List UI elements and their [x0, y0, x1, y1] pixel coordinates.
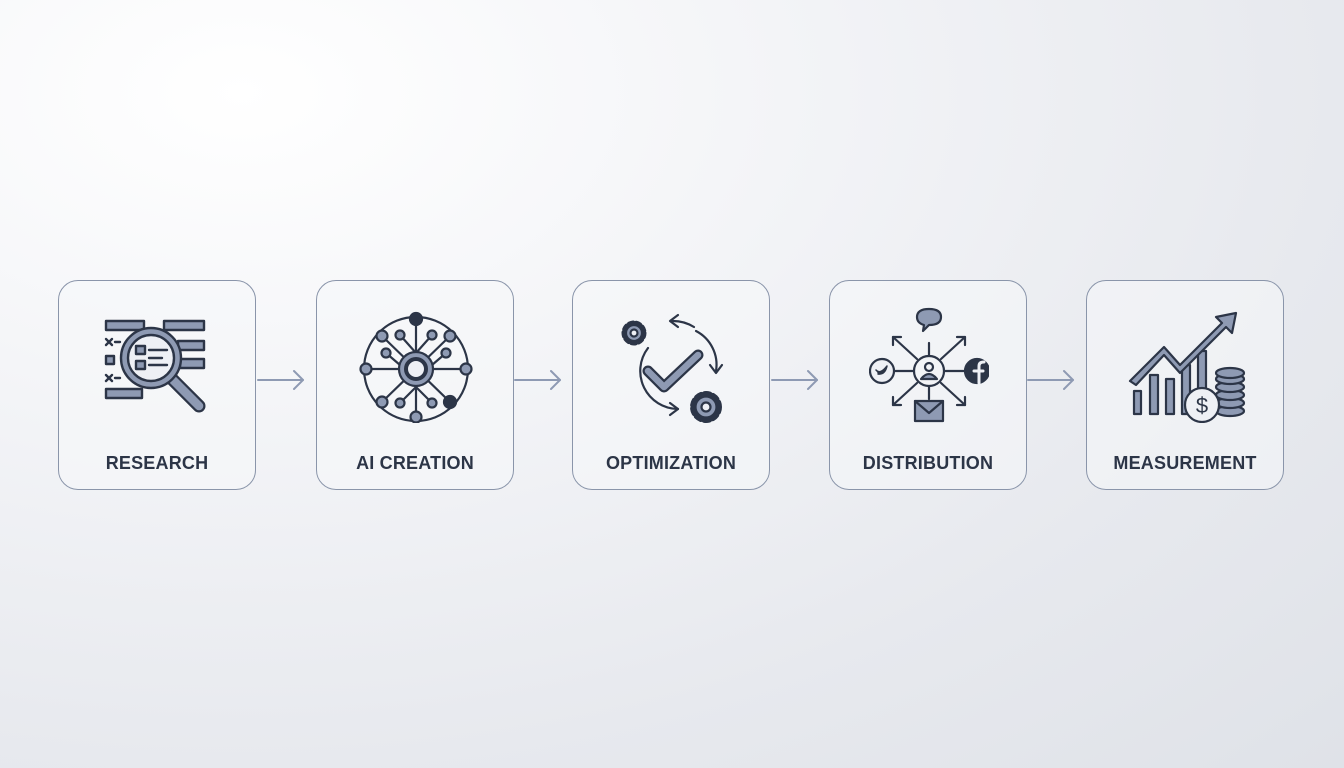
step-card-optimization: OPTIMIZATION: [572, 280, 770, 490]
gears-checkmark-cycle-icon: [621, 313, 724, 423]
share-network-icon: [869, 307, 989, 423]
step-card-measurement: $ MEASUREMENT: [1086, 280, 1284, 490]
step-card-distribution: DISTRIBUTION: [829, 280, 1027, 490]
arrow-right-icon: [257, 370, 304, 390]
magnifier-list-icon: [104, 319, 206, 413]
step-label: OPTIMIZATION: [605, 453, 737, 473]
step-label: MEASUREMENT: [1113, 453, 1257, 473]
growth-chart-coins-icon: $: [1128, 311, 1246, 423]
step-card-ai-creation: AI CREATION: [316, 280, 514, 490]
step-label: AI CREATION: [356, 453, 474, 473]
neural-network-icon: [359, 311, 473, 423]
svg-text:$: $: [1196, 393, 1208, 418]
arrow-right-icon: [514, 370, 561, 390]
arrow-right-icon: [1027, 370, 1074, 390]
step-label: DISTRIBUTION: [862, 453, 994, 473]
arrow-right-icon: [771, 370, 818, 390]
step-label: RESEARCH: [105, 453, 209, 473]
step-card-research: RESEARCH: [58, 280, 256, 490]
